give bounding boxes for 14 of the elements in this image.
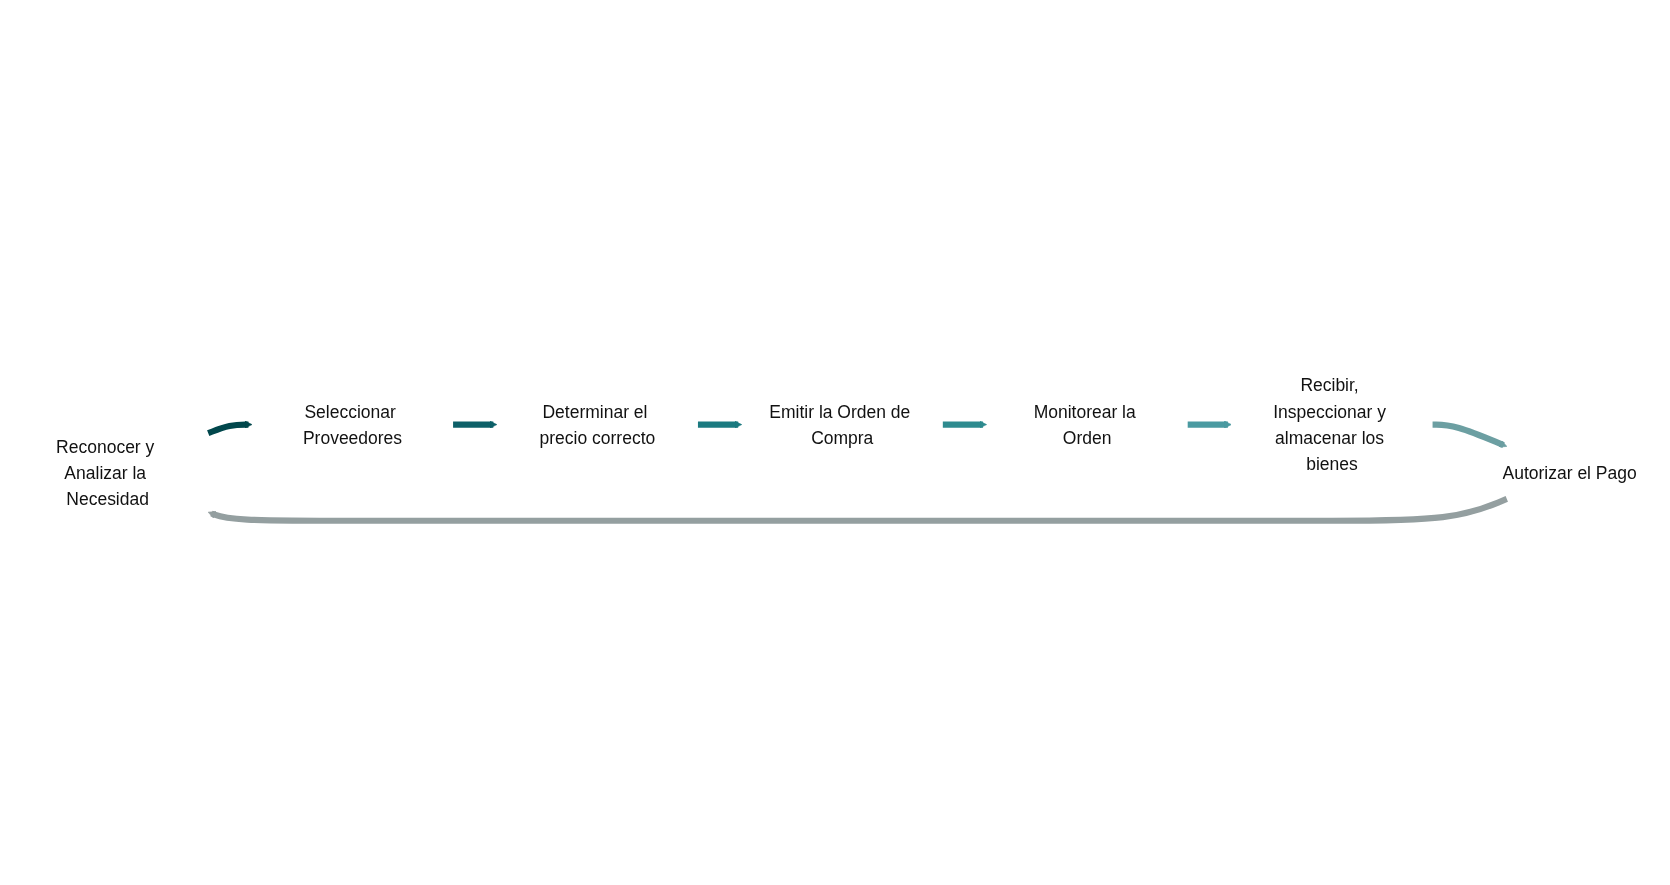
arrow <box>1187 421 1232 429</box>
node-text: Recibir, Inspeccionar y almacenar los bienes <box>1273 376 1386 474</box>
arrow <box>207 421 253 437</box>
node-text: Seleccionar Proveedores <box>302 402 403 448</box>
arrow <box>207 496 1508 525</box>
arrow <box>942 421 987 429</box>
node-text: Emitir la Orden de Compra <box>769 402 911 448</box>
arrow <box>1432 421 1508 449</box>
node-text: Reconocer y Analizar la Necesidad <box>56 437 155 509</box>
node-text: Autorizar el Pago <box>1502 463 1637 483</box>
node-text: Determinar el precio correcto <box>539 402 656 448</box>
arrow <box>453 421 498 429</box>
node-text: Monitorear la Orden <box>1033 402 1136 448</box>
arrow <box>697 421 743 429</box>
